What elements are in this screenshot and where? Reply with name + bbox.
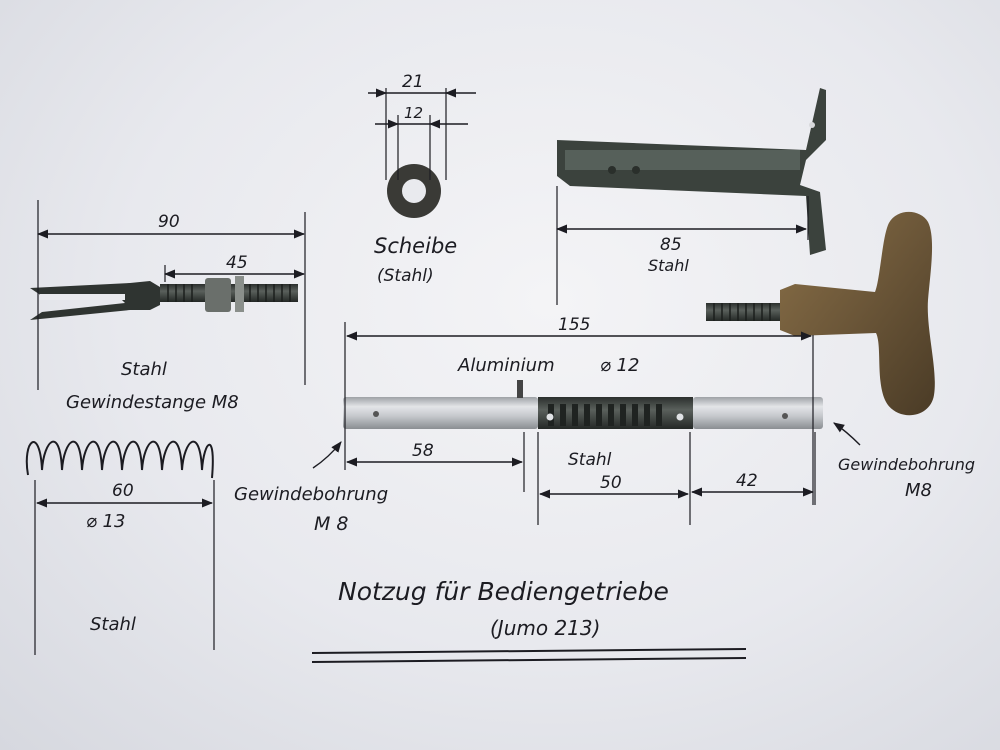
rod-thread-dim: 45	[226, 253, 248, 273]
bracket-dim: 85	[660, 235, 682, 255]
tube-assembly-part: 155 Aluminium ⌀ 12 58 Stahl 50 42 Gewind…	[234, 315, 975, 535]
alu-section-dim: 58	[412, 441, 434, 461]
washer-inner-dim: 12	[404, 104, 423, 122]
rod-name-label: Gewindestange M8	[66, 392, 239, 413]
t-handle-part	[706, 211, 935, 416]
steel-section-dim: 50	[600, 473, 622, 493]
steel-insert-label: Stahl	[568, 450, 612, 470]
washer-material-label: (Stahl)	[377, 266, 434, 286]
drawing-subtitle: (Jumo 213)	[490, 616, 600, 640]
bracket-part: 85 Stahl	[555, 88, 826, 305]
spring-diameter-dim: ⌀ 13	[86, 511, 125, 532]
right-bore-label-2: M8	[905, 480, 932, 501]
end-section-dim: 42	[736, 471, 758, 491]
washer-outer-dim: 21	[402, 72, 424, 92]
bracket-material-label: Stahl	[648, 256, 689, 275]
washer-part: 21 12 Scheibe (Stahl)	[368, 72, 476, 286]
left-bore-label-2: M 8	[314, 513, 349, 535]
spring-material-label: Stahl	[90, 614, 136, 635]
drawing-title: Notzug für Bediengetriebe	[338, 577, 669, 606]
rod-total-dim: 90	[158, 212, 180, 232]
spring-length-dim: 60	[112, 481, 134, 501]
right-bore-label-1: Gewindebohrung	[838, 455, 975, 474]
tube-diameter-label: ⌀ 12	[600, 355, 639, 376]
tube-material-label: Aluminium	[457, 355, 555, 376]
assembly-total-dim: 155	[558, 315, 590, 335]
rod-material-label: Stahl	[121, 359, 167, 380]
threaded-rod-part: 90 45 Stahl Gewindestange M8	[30, 200, 306, 413]
title-block: Notzug für Bediengetriebe (Jumo 213)	[311, 577, 747, 663]
washer-name-label: Scheibe	[374, 234, 457, 258]
spring-part: 60 ⌀ 13 Stahl	[25, 440, 215, 655]
left-bore-label-1: Gewindebohrung	[234, 484, 388, 505]
